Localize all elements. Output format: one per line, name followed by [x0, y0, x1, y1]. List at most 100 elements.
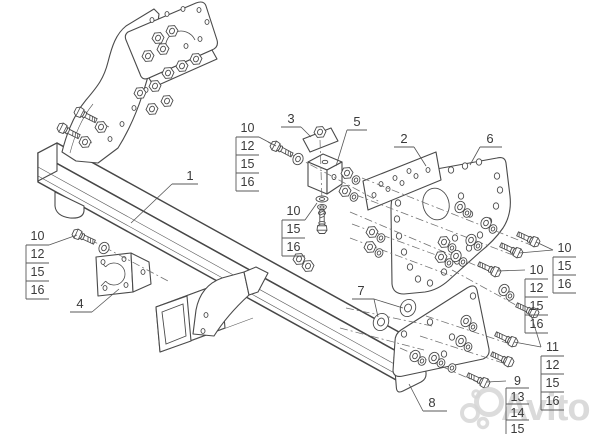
part-number: 8: [428, 395, 435, 410]
washer-icon: [375, 231, 387, 245]
leader-line: [486, 380, 507, 383]
callout-number: 15: [558, 259, 572, 273]
part-label-1: 1: [130, 168, 198, 224]
nut-icon: [144, 100, 160, 118]
leader-line: [373, 298, 379, 318]
watermark-logo-circle: [474, 387, 504, 417]
strap-plate-part-2: [362, 151, 442, 211]
bolt-icon: [515, 228, 542, 249]
part-label-3: 3: [281, 111, 312, 138]
bolt-icon: [489, 348, 516, 369]
callout-number: 12: [530, 281, 544, 295]
leader-line: [335, 129, 348, 167]
bolt-icon: [476, 258, 503, 279]
leader-line: [130, 183, 173, 224]
part-number: 7: [357, 283, 364, 298]
callout-stack-top-middle: 10 12 15 16: [235, 121, 277, 192]
part-number: 5: [353, 114, 360, 129]
washer-icon: [350, 173, 362, 187]
tube-gusset-plates: [192, 266, 269, 337]
watermark-logo-circle: [460, 403, 480, 423]
leader-line: [469, 146, 481, 166]
bolt-icon: [493, 328, 520, 349]
callout-number: 10: [31, 229, 45, 243]
part-label-8: 8: [408, 383, 447, 412]
callout-number: 10: [558, 241, 572, 255]
callout-number: 15: [31, 265, 45, 279]
part-number: 1: [186, 168, 193, 183]
leader-line: [535, 241, 554, 251]
leader-line: [518, 249, 554, 254]
leader-line: [48, 234, 78, 246]
part-label-7: 7: [352, 283, 404, 318]
callout-stack-left: 10 12 15 16: [25, 229, 78, 300]
callout-number: 15: [287, 222, 301, 236]
nut-icon: [159, 92, 175, 110]
part-number: 2: [400, 131, 407, 146]
u-bracket-part-5: [307, 153, 343, 195]
callout-number: 12: [31, 247, 45, 261]
callout-number: 15: [511, 422, 525, 434]
leader-line: [513, 341, 542, 348]
bolt-icon: [268, 139, 295, 160]
callout-number: 9: [514, 374, 521, 388]
leader-line: [530, 314, 542, 348]
callout-stack-right-middle: 10 12 15 16: [496, 263, 548, 334]
watermark: Avito: [460, 387, 591, 430]
callout-stack-right-top: 10 15 16: [518, 241, 576, 294]
watermark-logo-circle: [476, 416, 490, 430]
callout-number: 16: [530, 317, 544, 331]
part-label-2: 2: [394, 131, 427, 167]
leader-line: [373, 298, 404, 309]
leader-line: [413, 146, 427, 167]
leader-line: [300, 126, 312, 138]
leader-line: [304, 202, 318, 221]
callout-number: 14: [511, 406, 525, 420]
callout-number: 16: [558, 277, 572, 291]
part-number: 4: [76, 296, 83, 311]
leader-line: [408, 383, 424, 412]
callout-number: 16: [241, 175, 255, 189]
main-beam-part-1: [37, 142, 418, 382]
callout-stack-middle: 10 15 16: [281, 202, 318, 257]
bolt-icon: [70, 227, 97, 248]
callout-stack-right-lower: 11 12 15 16: [513, 314, 564, 411]
safety-bracket-part-4: [95, 252, 152, 297]
callout-number: 12: [241, 139, 255, 153]
watermark-text: Avito: [501, 387, 590, 429]
callout-number: 10: [241, 121, 255, 135]
callout-number: 10: [530, 263, 544, 277]
washer-icon: [348, 190, 360, 204]
bracket-foot-tab: [54, 191, 85, 219]
callout-number: 15: [241, 157, 255, 171]
bolt-icon: [465, 369, 492, 390]
callout-number: 15: [530, 299, 544, 313]
callout-number: 16: [546, 394, 560, 408]
part-label-5: 5: [335, 114, 367, 167]
bolt-icon: [498, 239, 525, 260]
callout-number: 16: [31, 283, 45, 297]
callout-number: 12: [546, 358, 560, 372]
washer-icon: [373, 246, 385, 260]
callout-number: 10: [287, 204, 301, 218]
callout-number: 16: [287, 240, 301, 254]
callout-stack-bottom: 9 13 14 15: [486, 374, 529, 434]
gusset-hole: [200, 328, 206, 334]
callout-number: 15: [546, 376, 560, 390]
gusset-hole: [203, 312, 209, 318]
part-number: 3: [287, 111, 294, 126]
part-number: 6: [486, 131, 493, 146]
callout-number: 13: [511, 390, 525, 404]
callout-number: 11: [546, 340, 559, 354]
washer-icon: [96, 240, 112, 256]
watermark-logo-circle: [471, 389, 481, 399]
fasteners: [55, 22, 542, 390]
leader-line: [258, 136, 277, 147]
leader-line: [496, 269, 526, 272]
part-label-6: 6: [469, 131, 502, 166]
leader-line: [91, 288, 120, 313]
bushing-part-7-icon: [397, 296, 419, 320]
